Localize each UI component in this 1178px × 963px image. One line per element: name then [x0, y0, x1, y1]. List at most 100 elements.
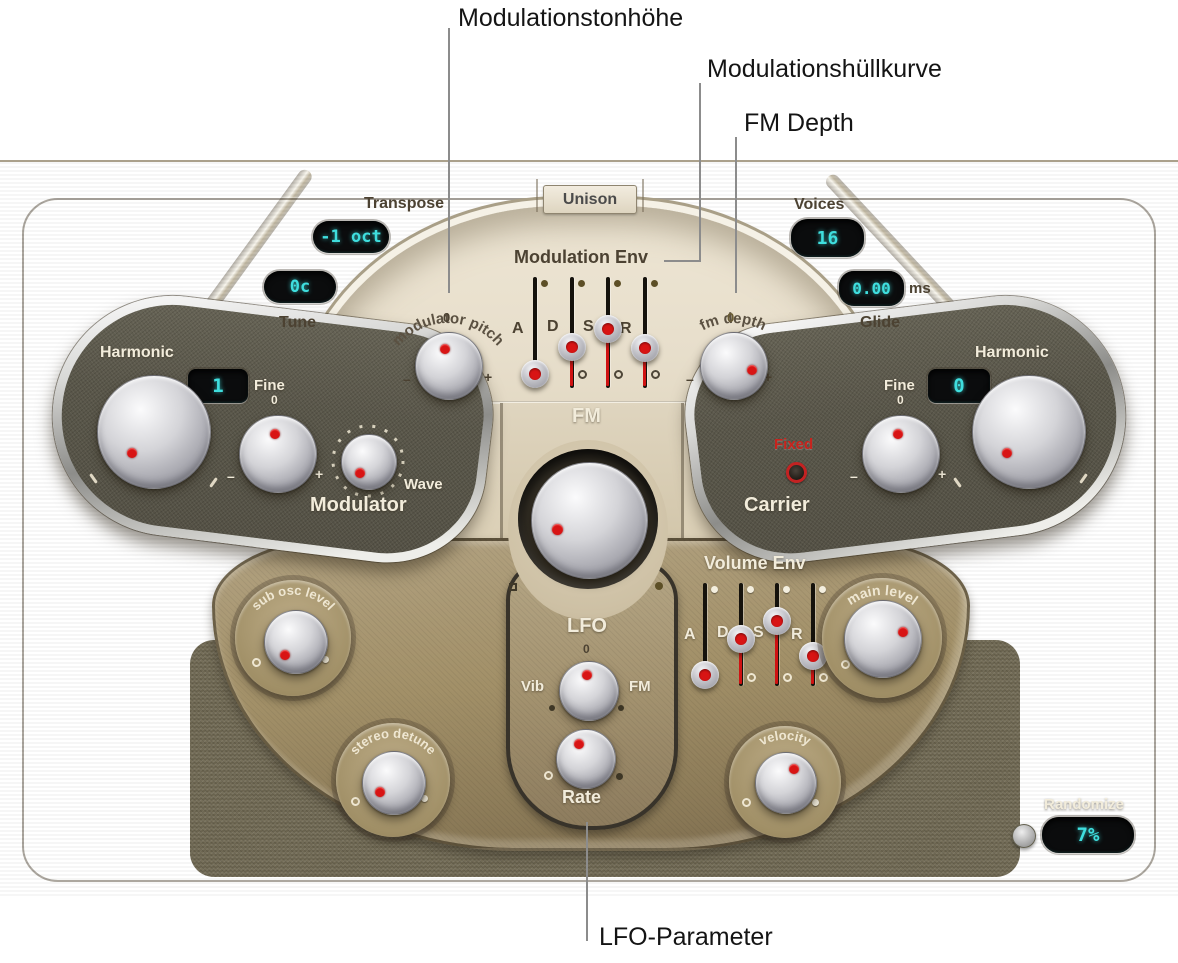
annotation-fm-depth: FM Depth	[744, 109, 854, 137]
lfo-rate-min-marker	[544, 771, 553, 780]
lfo-vib-marker	[549, 705, 555, 711]
annotation-connector-modulation-env	[664, 260, 701, 262]
wave-knob-ticks	[331, 424, 405, 498]
velocity-max-marker	[812, 799, 819, 806]
mod-env-label-s: S	[583, 318, 594, 335]
unison-notch-right	[642, 179, 644, 212]
lfo-vib-fm-knob[interactable]	[559, 661, 619, 721]
modulation-env-title: Modulation Env	[514, 247, 648, 267]
vol-env-sustain-slider[interactable]	[763, 583, 792, 693]
fm-depth-minus: –	[686, 371, 694, 387]
velocity-knob[interactable]	[755, 752, 817, 814]
randomize-button[interactable]	[1012, 824, 1036, 848]
fm-max-marker	[655, 582, 663, 590]
glide-label: Glide	[860, 314, 901, 331]
voices-display[interactable]: 16	[791, 219, 864, 257]
carrier-harmonic-display[interactable]: 0	[928, 369, 990, 403]
transpose-display[interactable]: -1 oct	[313, 221, 389, 253]
mod-env-label-a: A	[512, 320, 524, 337]
modulator-harmonic-label: Harmonic	[100, 344, 174, 361]
modulator-fine-zero: 0	[271, 393, 278, 407]
vol-env-label-s: S	[753, 624, 764, 641]
carrier-harmonic-knob[interactable]	[972, 375, 1086, 489]
modulator-pitch-zero: 0	[443, 310, 451, 325]
fm-knob[interactable]	[531, 462, 648, 579]
sub-osc-curved-label: sub osc level	[248, 584, 338, 613]
sub-osc-level-knob[interactable]	[264, 610, 328, 674]
vol-env-label-a: A	[684, 626, 696, 643]
modulator-fine-knob[interactable]	[239, 415, 317, 493]
mod-env-label-r: R	[620, 320, 632, 337]
annotation-line-modulation-env	[699, 83, 701, 262]
modulator-wave-knob[interactable]	[341, 434, 397, 490]
carrier-fixed-led[interactable]	[786, 462, 807, 483]
unison-notch-left	[536, 179, 538, 212]
mod-env-release-slider[interactable]	[631, 277, 660, 392]
fm-depth-knob[interactable]	[700, 332, 768, 400]
modulator-pitch-minus: –	[403, 371, 411, 387]
glide-unit-label: ms	[909, 280, 931, 297]
annotation-line-lfo-parameter	[586, 822, 588, 941]
lfo-rate-knob[interactable]	[556, 729, 616, 789]
lfo-rate-max-marker	[616, 773, 623, 780]
lfo-vib-label: Vib	[521, 678, 545, 695]
glide-display[interactable]: 0.00	[839, 271, 904, 306]
annotation-modulation-env: Modulationshüllkurve	[707, 55, 942, 83]
sub-osc-max-marker	[322, 656, 329, 663]
randomize-label: Randomize	[1044, 796, 1125, 813]
modulator-fine-minus: –	[227, 468, 235, 484]
volume-env-title: Volume Env	[704, 553, 806, 573]
stereo-detune-knob[interactable]	[362, 751, 426, 815]
tune-display[interactable]: 0c	[264, 271, 336, 303]
vol-env-label-d: D	[717, 624, 729, 641]
mod-env-label-d: D	[547, 318, 559, 335]
mod-env-attack-slider[interactable]	[521, 277, 549, 392]
modulator-wave-label: Wave	[404, 476, 443, 493]
mod-env-decay-slider[interactable]	[558, 277, 587, 392]
stereo-detune-max-marker	[421, 795, 428, 802]
modulator-fine-plus: +	[315, 466, 324, 482]
fm-depth-curved-label: fm depth	[697, 310, 769, 334]
tune-label: Tune	[279, 314, 317, 331]
randomize-display[interactable]: 7%	[1042, 817, 1134, 853]
modulator-harmonic-knob[interactable]	[97, 375, 211, 489]
modulator-fine-label: Fine	[254, 377, 285, 394]
carrier-title: Carrier	[744, 494, 810, 516]
modulator-pitch-plus: +	[484, 369, 493, 385]
annotation-line-fm-depth	[735, 137, 737, 293]
lfo-rate-label: Rate	[562, 787, 602, 807]
carrier-fine-plus: +	[938, 466, 947, 482]
annotation-lfo-parameter: LFO-Parameter	[599, 923, 773, 951]
mod-env-sustain-slider[interactable]	[594, 277, 623, 392]
unison-button[interactable]: Unison	[543, 185, 637, 214]
velocity-min-marker	[742, 798, 751, 807]
transpose-label: Transpose	[364, 195, 445, 212]
stereo-detune-min-marker	[351, 797, 360, 806]
lfo-title: LFO	[567, 615, 607, 637]
carrier-harmonic-label: Harmonic	[975, 344, 1049, 361]
carrier-fine-knob[interactable]	[862, 415, 940, 493]
plugin-panel-background	[0, 160, 1178, 899]
modulator-pitch-knob[interactable]	[415, 332, 483, 400]
annotation-line-modulation-pitch	[448, 28, 450, 293]
fm-min-marker	[509, 583, 517, 591]
carrier-fine-zero: 0	[897, 393, 904, 407]
vol-env-decay-slider[interactable]	[727, 583, 756, 693]
vol-env-attack-slider[interactable]	[691, 583, 719, 693]
main-level-min-marker	[841, 660, 850, 669]
annotation-modulation-pitch: Modulationstonhöhe	[458, 4, 684, 32]
carrier-fine-label: Fine	[884, 377, 915, 394]
main-level-knob[interactable]	[844, 600, 922, 678]
fm-depth-zero: 0	[727, 310, 735, 325]
fm-label: FM	[572, 405, 601, 427]
svg-text:sub osc level: sub osc level	[248, 584, 338, 613]
sub-osc-min-marker	[252, 658, 261, 667]
vol-env-release-slider[interactable]	[799, 583, 828, 693]
svg-text:velocity: velocity	[757, 729, 814, 749]
lfo-fm-label: FM	[629, 678, 651, 695]
modulator-title: Modulator	[310, 494, 407, 516]
vol-env-label-r: R	[791, 626, 803, 643]
velocity-curved-label: velocity	[757, 729, 814, 749]
carrier-fine-minus: –	[850, 468, 858, 484]
